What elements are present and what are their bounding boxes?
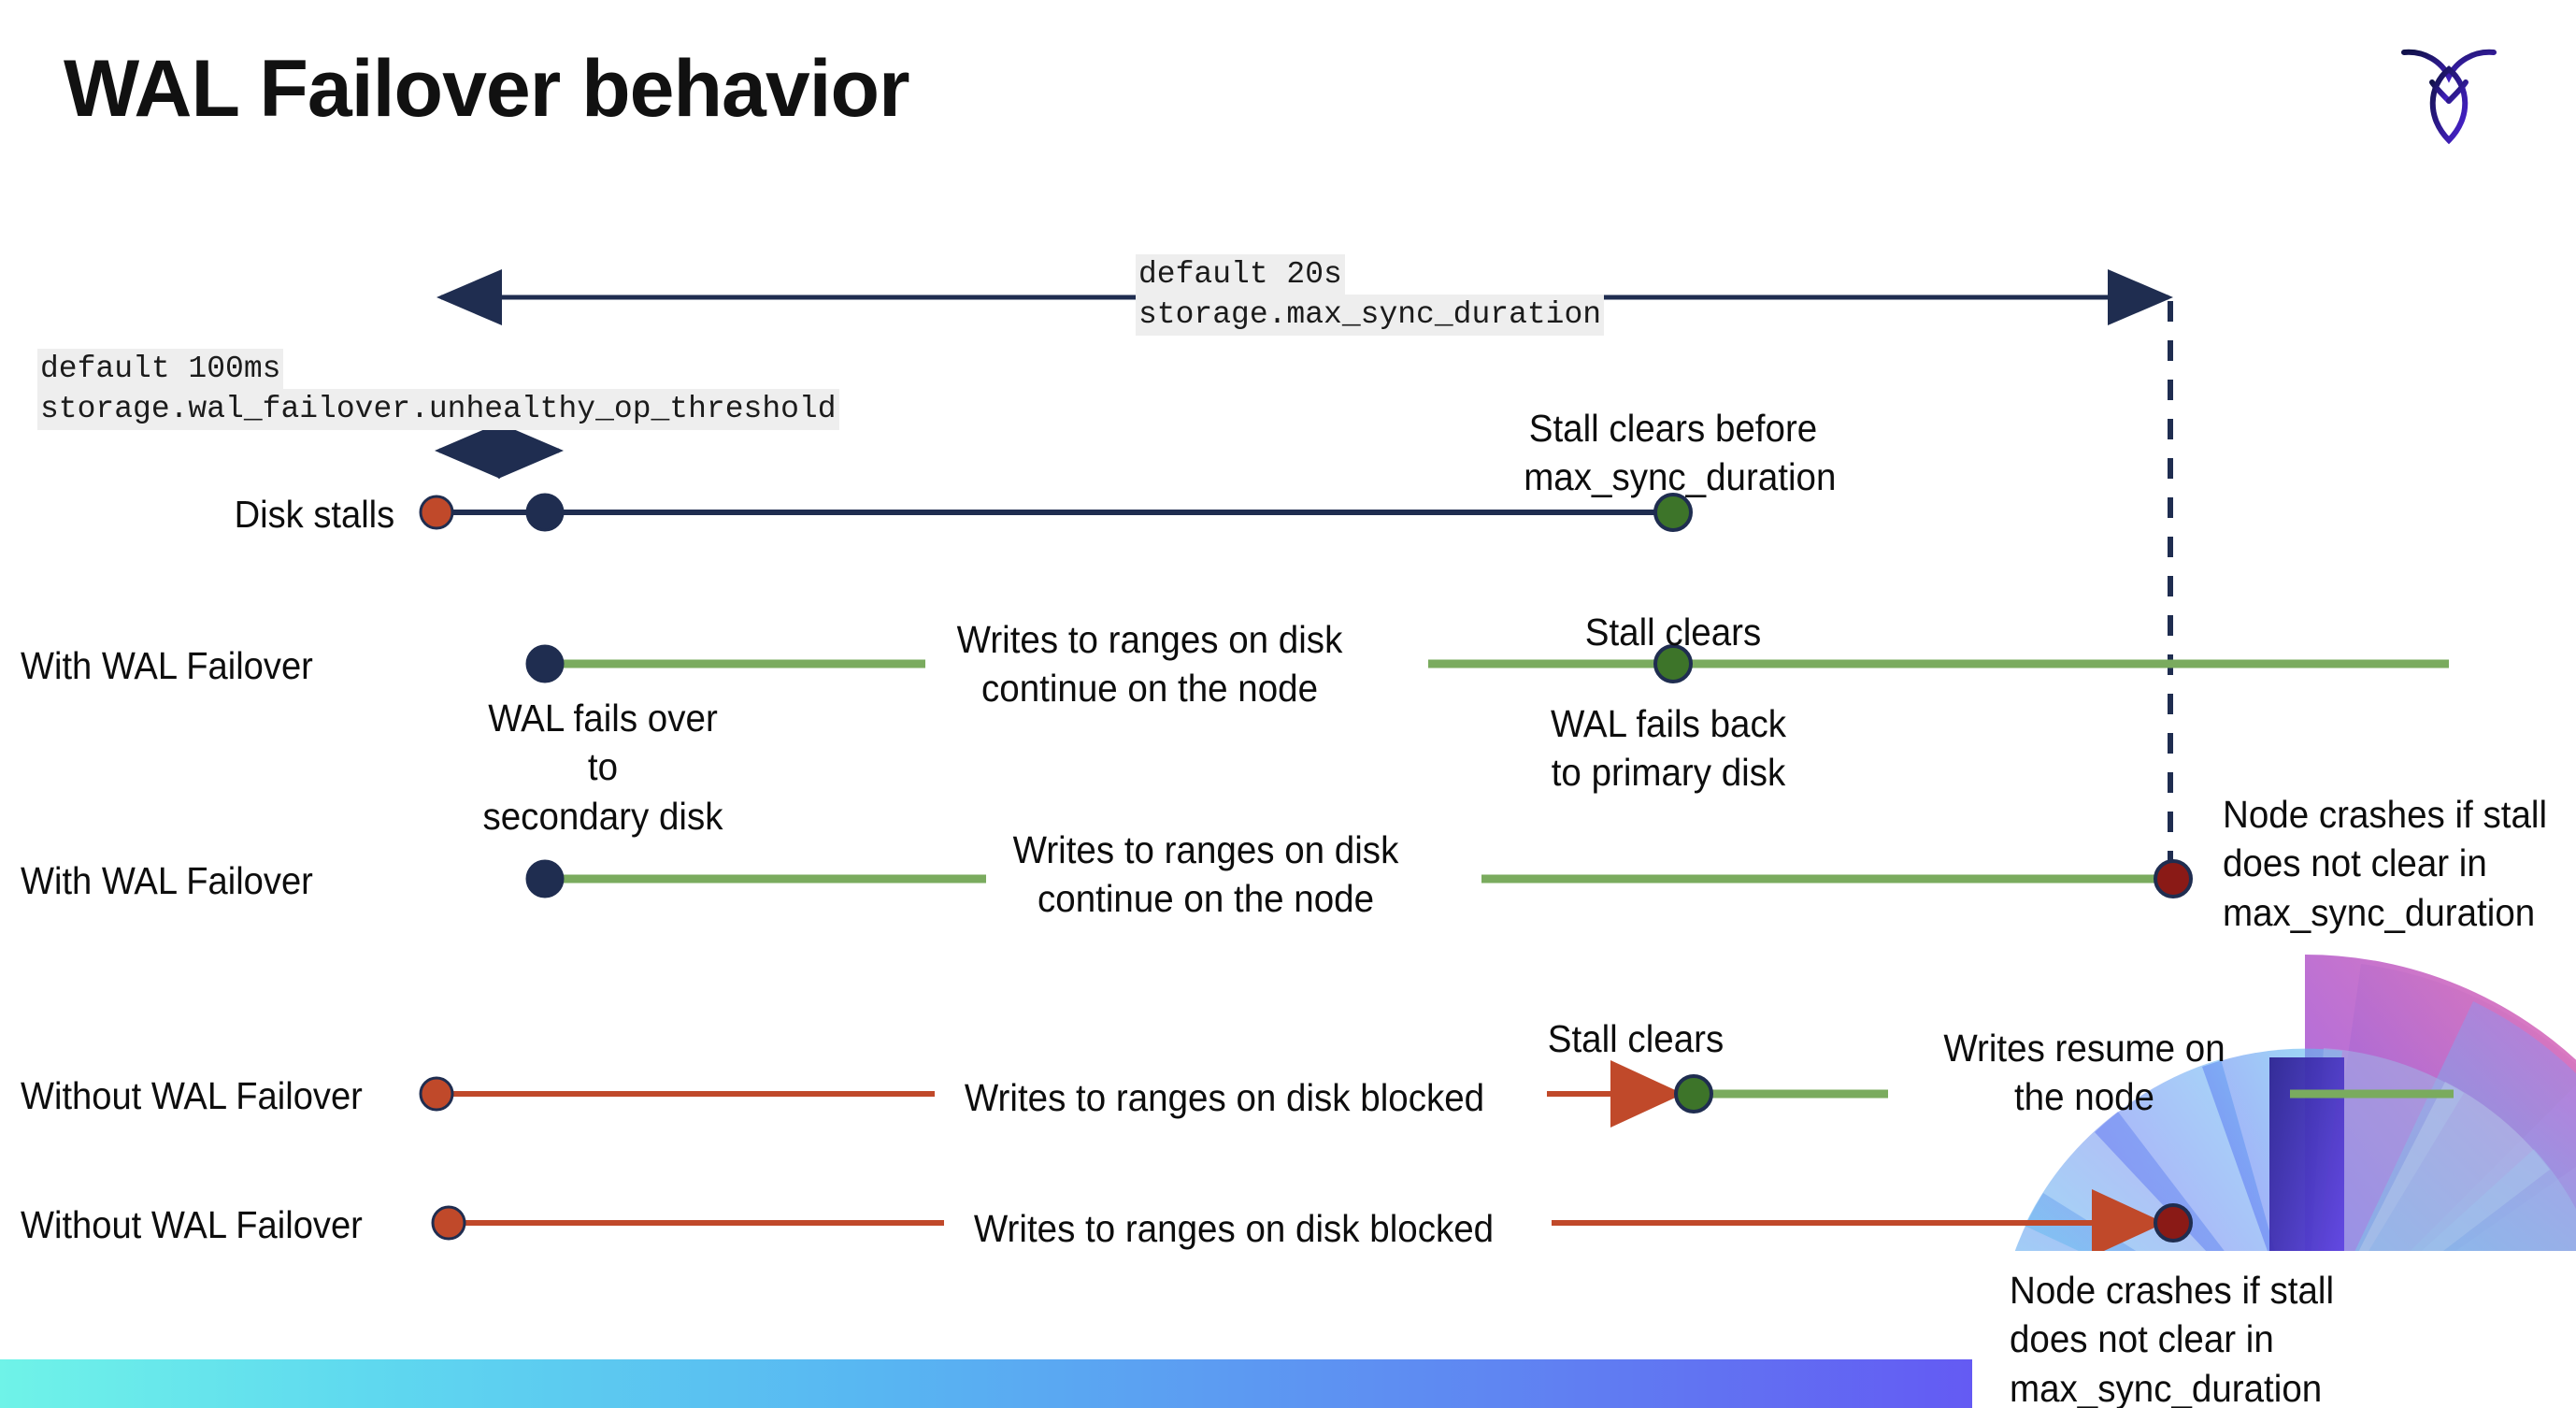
max-sync-default-label: default 20s	[1136, 254, 1345, 296]
marker-node-crash	[2154, 859, 2193, 898]
annotation-node-crashes-2: Node crashes if stall does not clear in …	[2010, 1269, 2335, 1408]
marker-failover	[525, 859, 565, 898]
annotation-node-crashes-1: Node crashes if stall does not clear in …	[2223, 793, 2548, 934]
marker-stall-start	[419, 1076, 454, 1112]
annotation-writes-blocked-2: Writes to ranges on disk blocked	[973, 1207, 1495, 1250]
row-label-without-wal-failover-2: Without WAL Failover	[21, 1203, 363, 1246]
unhealthy-op-default-label: default 100ms	[37, 349, 284, 391]
marker-node-crash	[2154, 1203, 2193, 1243]
marker-stall-start	[419, 495, 454, 530]
annotation-stall-clears-1: Stall clears	[1584, 611, 1762, 654]
annotation-writes-blocked-1: Writes to ranges on disk blocked	[964, 1076, 1485, 1119]
cockroachdb-logo	[2389, 28, 2509, 150]
annotation-wal-fails-back: WAL fails back to primary disk	[1550, 702, 1787, 795]
annotation-writes-continue-2: Writes to ranges on disk continue on the…	[1012, 828, 1399, 921]
row-with-wal-failover-2-track	[525, 859, 2193, 898]
row-label-disk-stalls: Disk stalls	[234, 493, 395, 536]
row-without-wal-failover-1-track	[419, 1060, 2454, 1128]
marker-stall-clear	[1653, 493, 1693, 532]
annotation-writes-resume: Writes resume on the node	[1943, 1027, 2225, 1119]
max-sync-setting-label: storage.max_sync_duration	[1136, 295, 1605, 337]
node-crash-callout: Node crashes if stall does not clear in …	[1972, 1251, 2576, 1408]
page-title: WAL Failover behavior	[64, 44, 910, 134]
row-with-wal-failover-1-track	[525, 644, 2449, 683]
row-label-with-wal-failover-1: With WAL Failover	[21, 644, 313, 687]
row-label-with-wal-failover-2: With WAL Failover	[21, 859, 313, 902]
marker-failover	[525, 493, 565, 532]
annotation-stall-clears-2: Stall clears	[1547, 1017, 1724, 1060]
annotation-stall-clears-before: Stall clears before max_sync_duration	[1524, 407, 1837, 499]
annotation-writes-continue-1: Writes to ranges on disk continue on the…	[956, 618, 1343, 711]
row-without-wal-failover-2-track	[431, 1189, 2193, 1257]
annotation-wal-fails-over: WAL fails over to secondary disk	[482, 697, 723, 838]
unhealthy-op-setting-label: storage.wal_failover.unhealthy_op_thresh…	[37, 389, 839, 431]
row-label-without-wal-failover-1: Without WAL Failover	[21, 1074, 363, 1117]
marker-stall-clear	[1653, 644, 1693, 683]
row-disk-stalls-track	[419, 493, 1693, 532]
marker-stall-clear	[1674, 1074, 1713, 1113]
marker-stall-start	[431, 1205, 466, 1241]
marker-failover	[525, 644, 565, 683]
